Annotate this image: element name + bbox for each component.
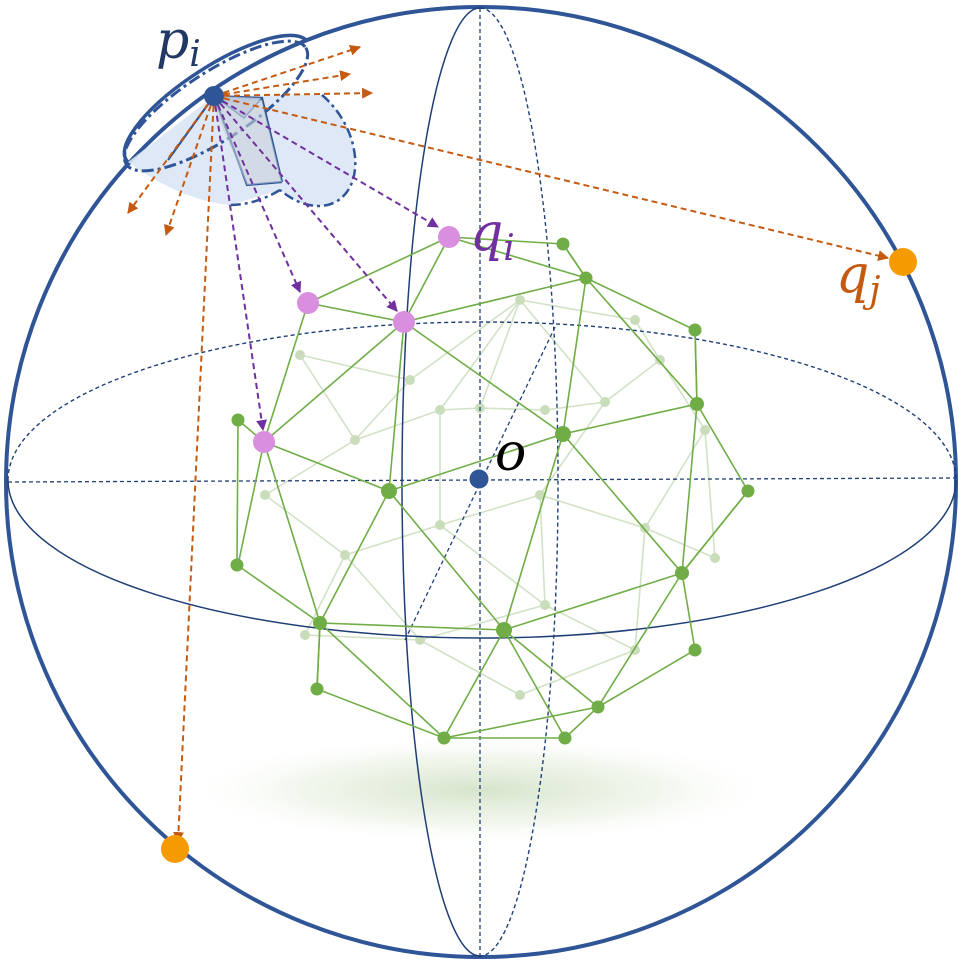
meridian-back [479, 7, 559, 957]
horizontal-axis [7, 477, 956, 483]
origin-point [469, 469, 489, 489]
purple-rays [213, 95, 439, 432]
equator-back [7, 321, 957, 481]
label-pi: pi [156, 11, 201, 75]
mesh-back-nodes [260, 295, 720, 700]
orange-rays [127, 44, 890, 844]
equator-front [7, 479, 957, 639]
label-qj: qj [836, 245, 880, 311]
ray-to-bottom-point [172, 95, 215, 844]
mesh-back-edges [264, 298, 716, 696]
depth-axis [404, 324, 557, 641]
label-qi: qi [470, 203, 515, 269]
point-bottom-sphere [161, 835, 189, 863]
mesh-projected-points [253, 226, 460, 453]
point-qi [438, 226, 460, 248]
label-origin: o [495, 423, 526, 483]
mesh-shadow [180, 735, 780, 845]
ray-to-qj [213, 95, 890, 262]
point-qj [889, 248, 917, 276]
point-pi [204, 86, 224, 106]
cone-projector-icon [122, 33, 357, 208]
meridian-front [401, 7, 481, 957]
mesh-front-nodes [230, 237, 755, 745]
